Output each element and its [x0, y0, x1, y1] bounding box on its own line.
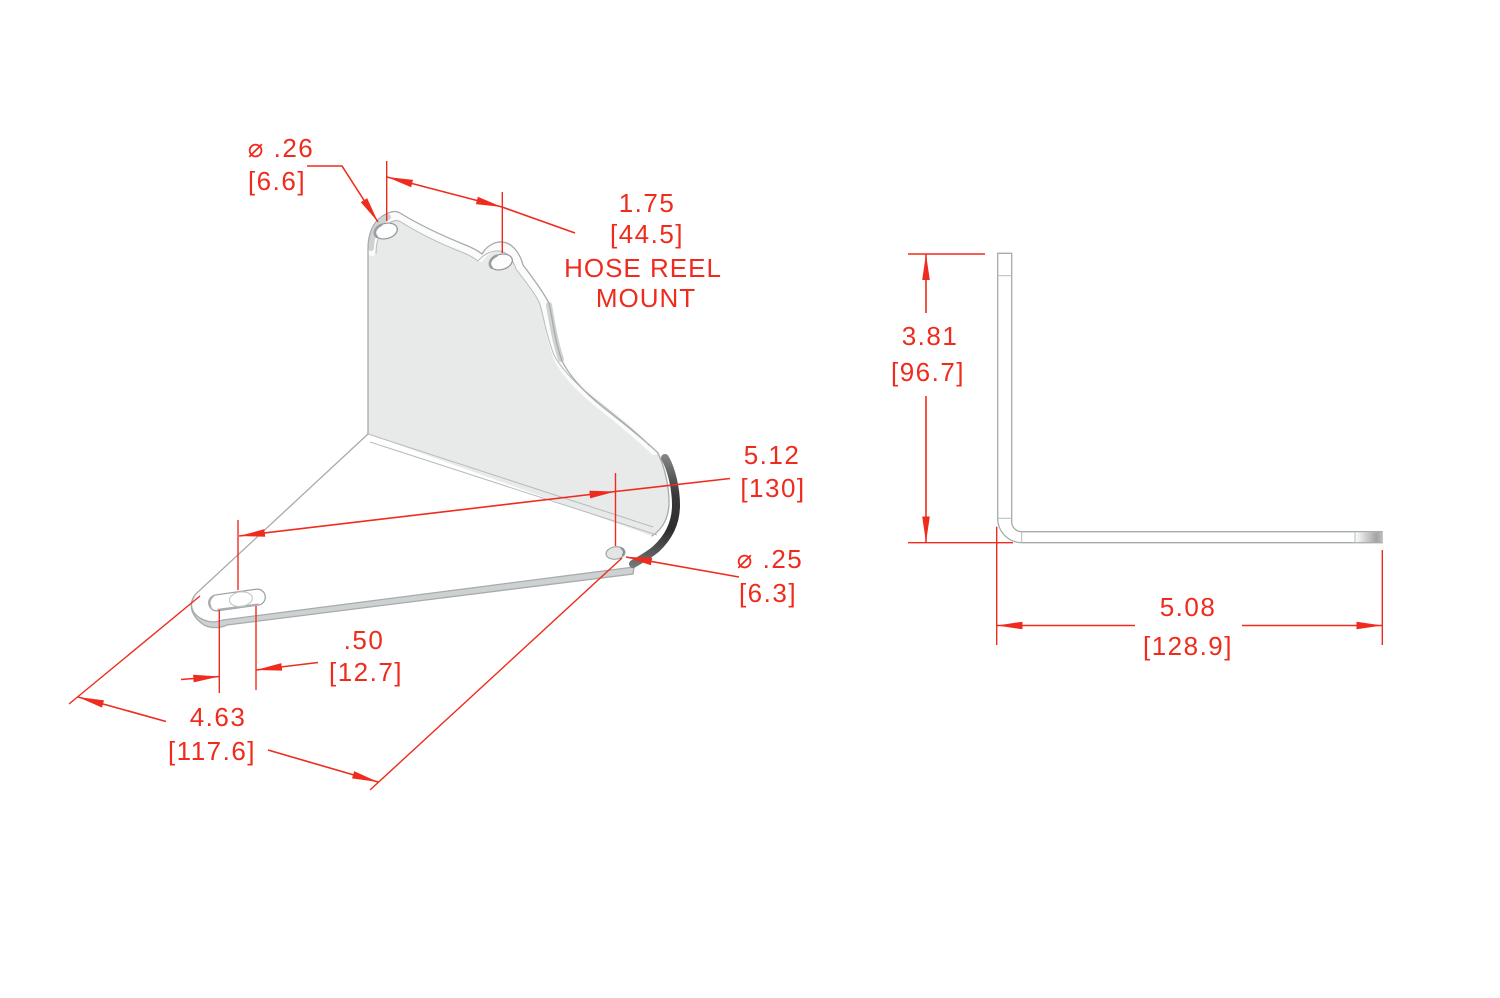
dim-leader-top-hole-spacing — [501, 206, 576, 234]
upright-plate-face — [368, 211, 669, 536]
dim-base-hole-diameter-mm: [6.3] — [739, 578, 797, 608]
side-profile-outline — [997, 252, 1383, 544]
base-hole-opening — [605, 546, 626, 560]
upright-hole-left — [373, 222, 398, 240]
base-slot-outline — [208, 588, 266, 612]
dim-line-slot-length-right — [255, 661, 319, 671]
base-slot — [208, 588, 266, 612]
base-hole-bore-shading — [620, 547, 625, 556]
base-plate-bottom-edge — [190, 566, 635, 629]
dim-slot-length-mm: [12.7] — [329, 657, 403, 687]
side-profile-tip-shading — [1355, 532, 1382, 543]
base-slot-inner-circle — [228, 591, 253, 608]
upright-hole-left-bore-shading — [373, 223, 383, 238]
base-plate-thickness-face — [191, 567, 634, 628]
ext-line-base-hole-diagonal — [369, 557, 623, 791]
dim-line-top-hole-spacing — [386, 176, 503, 208]
dim-base-length-inch: 5.08 — [1160, 592, 1217, 622]
dim-line-slot-to-hole — [238, 490, 616, 537]
dim-line-base-width-right — [267, 749, 379, 783]
base-plate-far-edge — [198, 433, 369, 592]
side-profile-view — [997, 252, 1383, 544]
base-slot-bore-shading — [208, 595, 259, 611]
dim-slot-to-hole-mm: [130] — [740, 473, 805, 503]
dim-line-slot-length-left — [180, 674, 220, 683]
extension-lines — [68, 161, 1383, 791]
dim-top-hole-diameter-inch: ⌀ .26 — [248, 133, 315, 163]
dim-base-hole-diameter-inch: ⌀ .25 — [737, 544, 804, 574]
dim-top-hole-spacing-mm: [44.5] — [610, 219, 684, 249]
upright-hole-right — [488, 253, 513, 271]
upright-hole-right-bore-shading — [488, 254, 498, 269]
dimension-lines — [77, 165, 1383, 783]
dim-top-hole-spacing-inch: 1.75 — [619, 188, 676, 218]
dim-flange-height-inch: 3.81 — [902, 321, 959, 351]
leader-base-hole-diameter — [625, 556, 740, 578]
dim-slot-to-hole-inch: 5.12 — [744, 440, 801, 470]
base-hole — [605, 546, 626, 560]
dimension-labels: ⌀ .26 [6.6] 1.75 [44.5] HOSE REEL MOUNT … — [168, 133, 1233, 766]
dim-top-hole-diameter-mm: [6.6] — [248, 166, 306, 196]
upright-plate-outline — [367, 210, 670, 537]
dim-base-width-inch: 4.63 — [190, 702, 247, 732]
dim-flange-height-mm: [96.7] — [891, 357, 965, 387]
dim-slot-length-inch: .50 — [344, 625, 385, 655]
upright-plate-edge-inner-line — [375, 220, 651, 447]
part-note-line1: HOSE REEL — [564, 253, 722, 283]
leader-top-hole-diameter — [307, 165, 379, 223]
dim-base-length-mm: [128.9] — [1143, 631, 1233, 661]
dim-line-base-width-left — [77, 696, 167, 723]
part-note-line2: MOUNT — [596, 283, 696, 313]
dimension-annotations: ⌀ .26 [6.6] 1.75 [44.5] HOSE REEL MOUNT … — [68, 133, 1383, 791]
dim-base-width-mm: [117.6] — [168, 736, 256, 766]
dim-leader-slot-to-hole — [615, 477, 731, 493]
ext-line-base-corner — [68, 595, 201, 705]
